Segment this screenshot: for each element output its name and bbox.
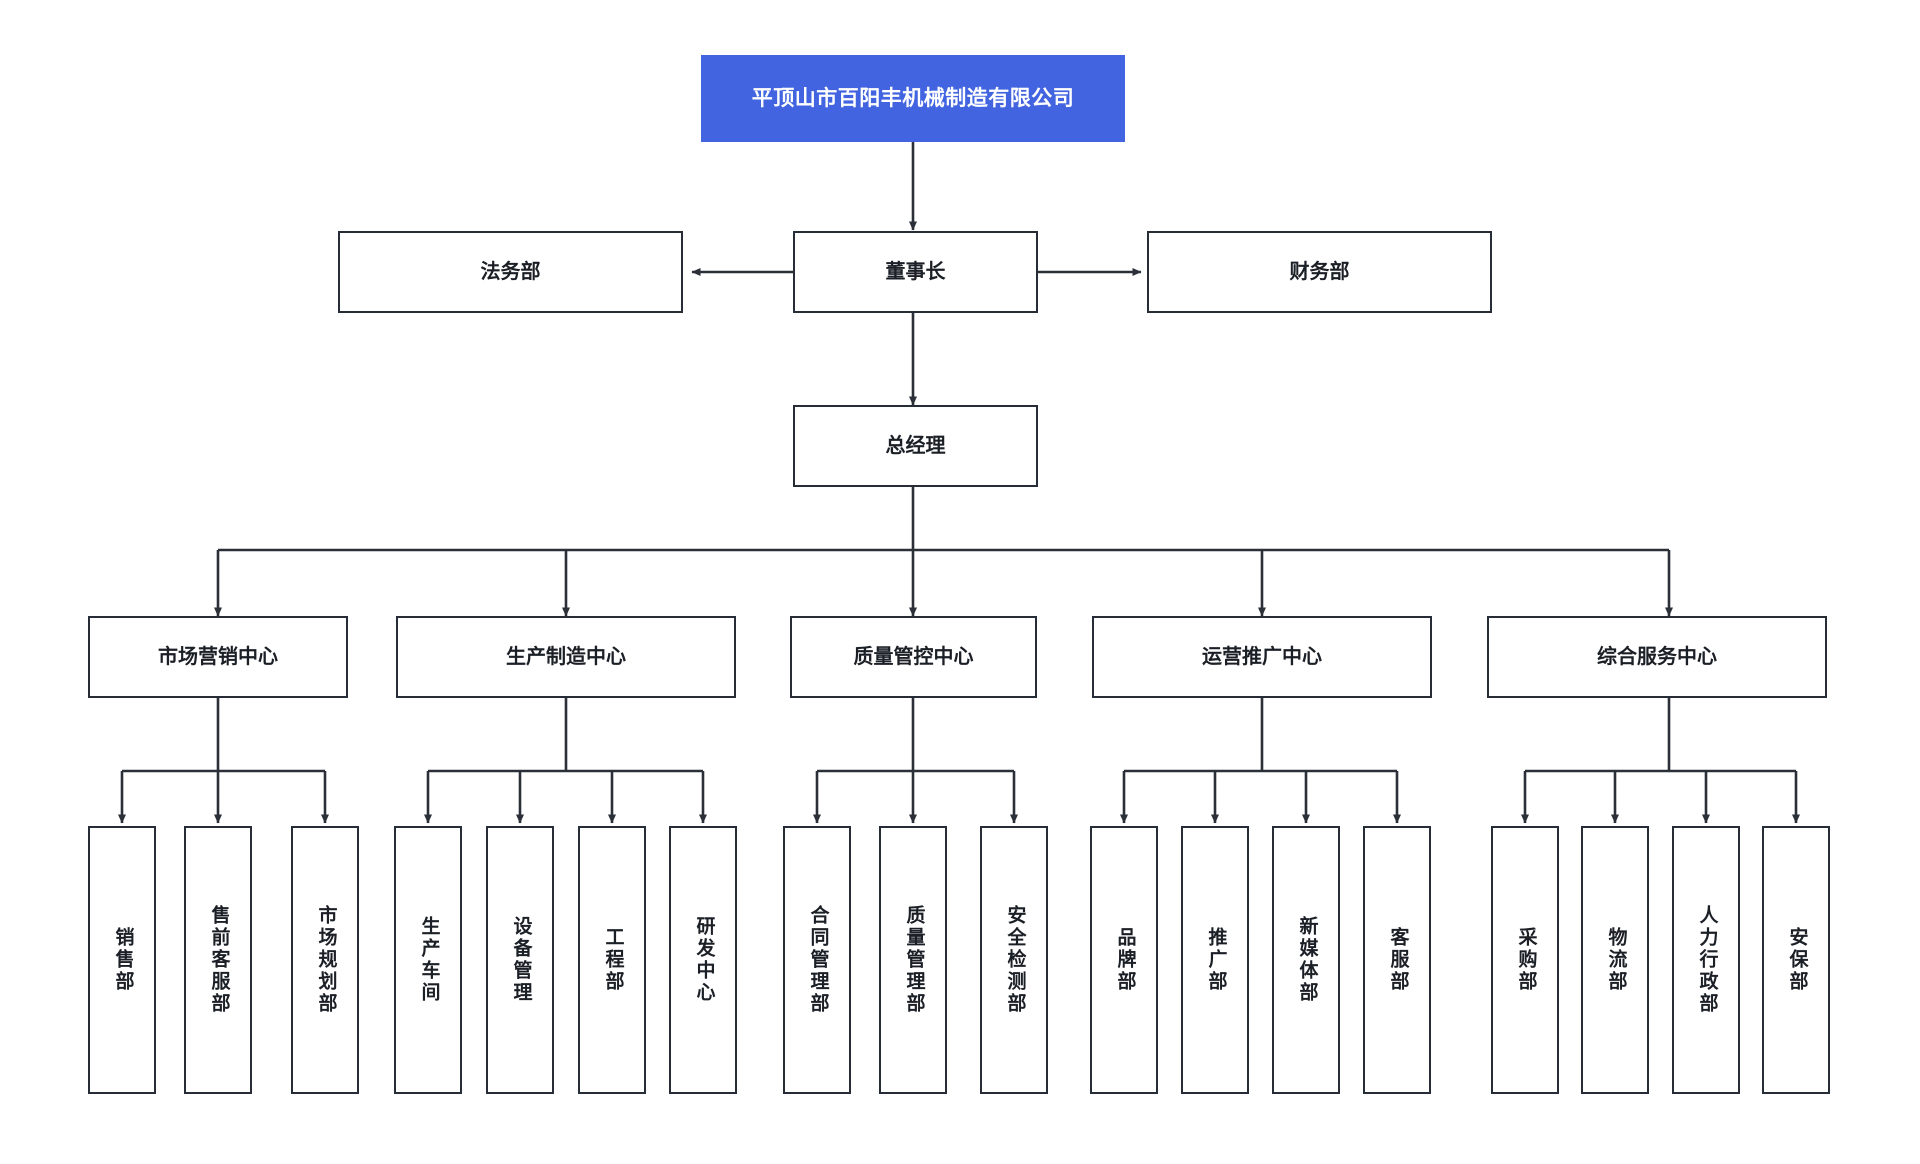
node-label: 法务部 (480, 260, 541, 283)
node-dept-new-media[interactable]: 新媒体部 (1272, 826, 1340, 1094)
node-dept-presales-service[interactable]: 售前客服部 (184, 826, 252, 1094)
node-center-quality[interactable]: 质量管控中心 (790, 616, 1037, 698)
node-label: 安保部 (1786, 927, 1808, 993)
node-dept-contract-management[interactable]: 合同管理部 (783, 826, 851, 1094)
node-label: 人力行政部 (1696, 905, 1718, 1015)
node-label: 售前客服部 (208, 905, 230, 1015)
node-label: 研发中心 (693, 916, 715, 1004)
node-dept-procurement[interactable]: 采购部 (1491, 826, 1559, 1094)
node-label: 合同管理部 (807, 905, 829, 1015)
node-label: 安全检测部 (1004, 905, 1026, 1015)
node-dept-production-workshop[interactable]: 生产车间 (394, 826, 462, 1094)
node-dept-brand[interactable]: 品牌部 (1090, 826, 1158, 1094)
node-label: 物流部 (1605, 927, 1627, 993)
node-label: 总经理 (885, 434, 946, 457)
node-label: 质量管控中心 (853, 645, 974, 668)
node-label: 新媒体部 (1296, 916, 1318, 1004)
node-label: 设备管理 (510, 916, 532, 1004)
node-dept-logistics[interactable]: 物流部 (1581, 826, 1649, 1094)
node-label: 综合服务中心 (1597, 645, 1717, 668)
node-dept-quality-management[interactable]: 质量管理部 (879, 826, 947, 1094)
node-label: 生产制造中心 (506, 645, 626, 668)
node-label: 销售部 (112, 927, 134, 993)
node-label: 生产车间 (418, 916, 440, 1004)
node-dept-promotion[interactable]: 推广部 (1181, 826, 1249, 1094)
node-label: 市场规划部 (315, 905, 337, 1015)
node-center-operations[interactable]: 运营推广中心 (1092, 616, 1432, 698)
node-label: 质量管理部 (903, 905, 925, 1015)
node-label: 品牌部 (1114, 927, 1136, 993)
node-dept-market-planning[interactable]: 市场规划部 (291, 826, 359, 1094)
node-dept-safety-inspection[interactable]: 安全检测部 (980, 826, 1048, 1094)
node-label: 财务部 (1289, 260, 1350, 283)
node-dept-engineering[interactable]: 工程部 (578, 826, 646, 1094)
node-center-production[interactable]: 生产制造中心 (396, 616, 736, 698)
node-legal-department[interactable]: 法务部 (338, 231, 683, 313)
node-label: 运营推广中心 (1202, 645, 1322, 668)
node-dept-hr-administration[interactable]: 人力行政部 (1672, 826, 1740, 1094)
node-finance-department[interactable]: 财务部 (1147, 231, 1492, 313)
node-dept-rnd-center[interactable]: 研发中心 (669, 826, 737, 1094)
node-label: 采购部 (1515, 927, 1537, 993)
node-label: 推广部 (1205, 927, 1227, 993)
node-dept-equipment-management[interactable]: 设备管理 (486, 826, 554, 1094)
node-label: 市场营销中心 (158, 645, 278, 668)
node-center-marketing[interactable]: 市场营销中心 (88, 616, 348, 698)
node-label: 客服部 (1387, 927, 1409, 993)
node-dept-sales[interactable]: 销售部 (88, 826, 156, 1094)
node-dept-customer-service[interactable]: 客服部 (1363, 826, 1431, 1094)
node-general-manager[interactable]: 总经理 (793, 405, 1038, 487)
node-center-service[interactable]: 综合服务中心 (1487, 616, 1827, 698)
node-chairman[interactable]: 董事长 (793, 231, 1038, 313)
node-company-root[interactable]: 平顶山市百阳丰机械制造有限公司 (701, 55, 1125, 142)
node-dept-security[interactable]: 安保部 (1762, 826, 1830, 1094)
node-label: 董事长 (885, 260, 946, 283)
node-label: 平顶山市百阳丰机械制造有限公司 (751, 86, 1075, 110)
node-label: 工程部 (602, 927, 624, 993)
